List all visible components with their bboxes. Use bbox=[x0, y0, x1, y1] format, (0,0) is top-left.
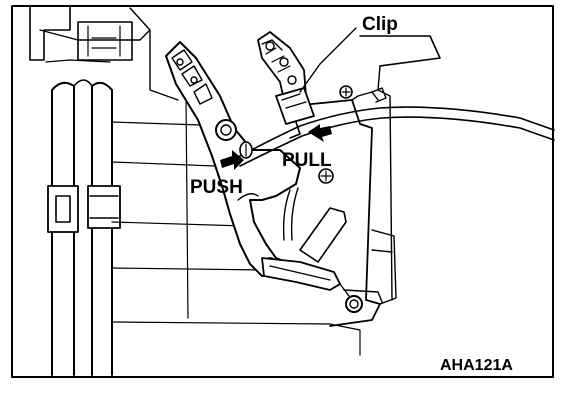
figure-code-label: AHA121A bbox=[440, 357, 513, 374]
pull-arrow bbox=[308, 124, 332, 142]
control-cable bbox=[235, 106, 555, 241]
push-arrow bbox=[220, 150, 244, 170]
clip-label: Clip bbox=[362, 14, 398, 35]
linkage-arm bbox=[261, 207, 383, 313]
bracket-plate bbox=[291, 85, 397, 327]
pull-label: PULL bbox=[282, 150, 332, 171]
clip-leader-line bbox=[299, 27, 357, 93]
vertical-tubes bbox=[47, 79, 121, 376]
horizontal-lines bbox=[111, 95, 361, 356]
housing-panel bbox=[29, 6, 441, 301]
cable-clip bbox=[275, 87, 315, 139]
figure-frame bbox=[11, 5, 554, 378]
push-label: PUSH bbox=[190, 177, 243, 198]
